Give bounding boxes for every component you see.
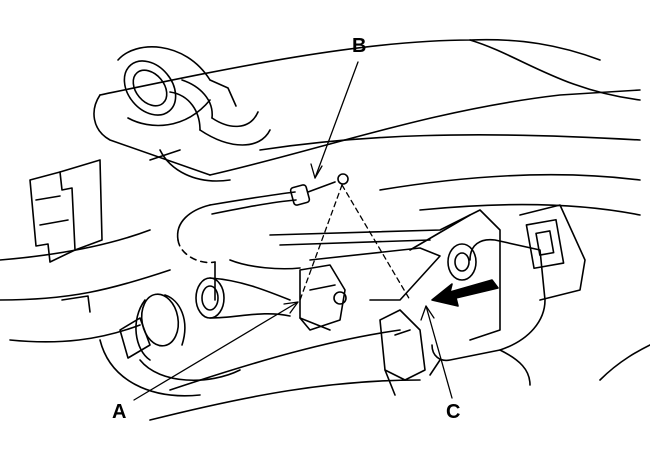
callout-c-label: C — [446, 401, 461, 423]
leader-lines — [133, 61, 453, 401]
left-bracket — [29, 159, 103, 313]
lower-center-part — [379, 309, 426, 396]
callout-b-label: B — [352, 35, 367, 57]
callout-a-label: A — [112, 401, 127, 423]
lower-hose — [99, 277, 291, 397]
linkage-bracket — [214, 209, 501, 341]
throttle-cable — [176, 173, 349, 264]
direction-arrow — [431, 279, 499, 307]
intake-hose — [117, 46, 271, 182]
right-housing — [429, 204, 586, 386]
